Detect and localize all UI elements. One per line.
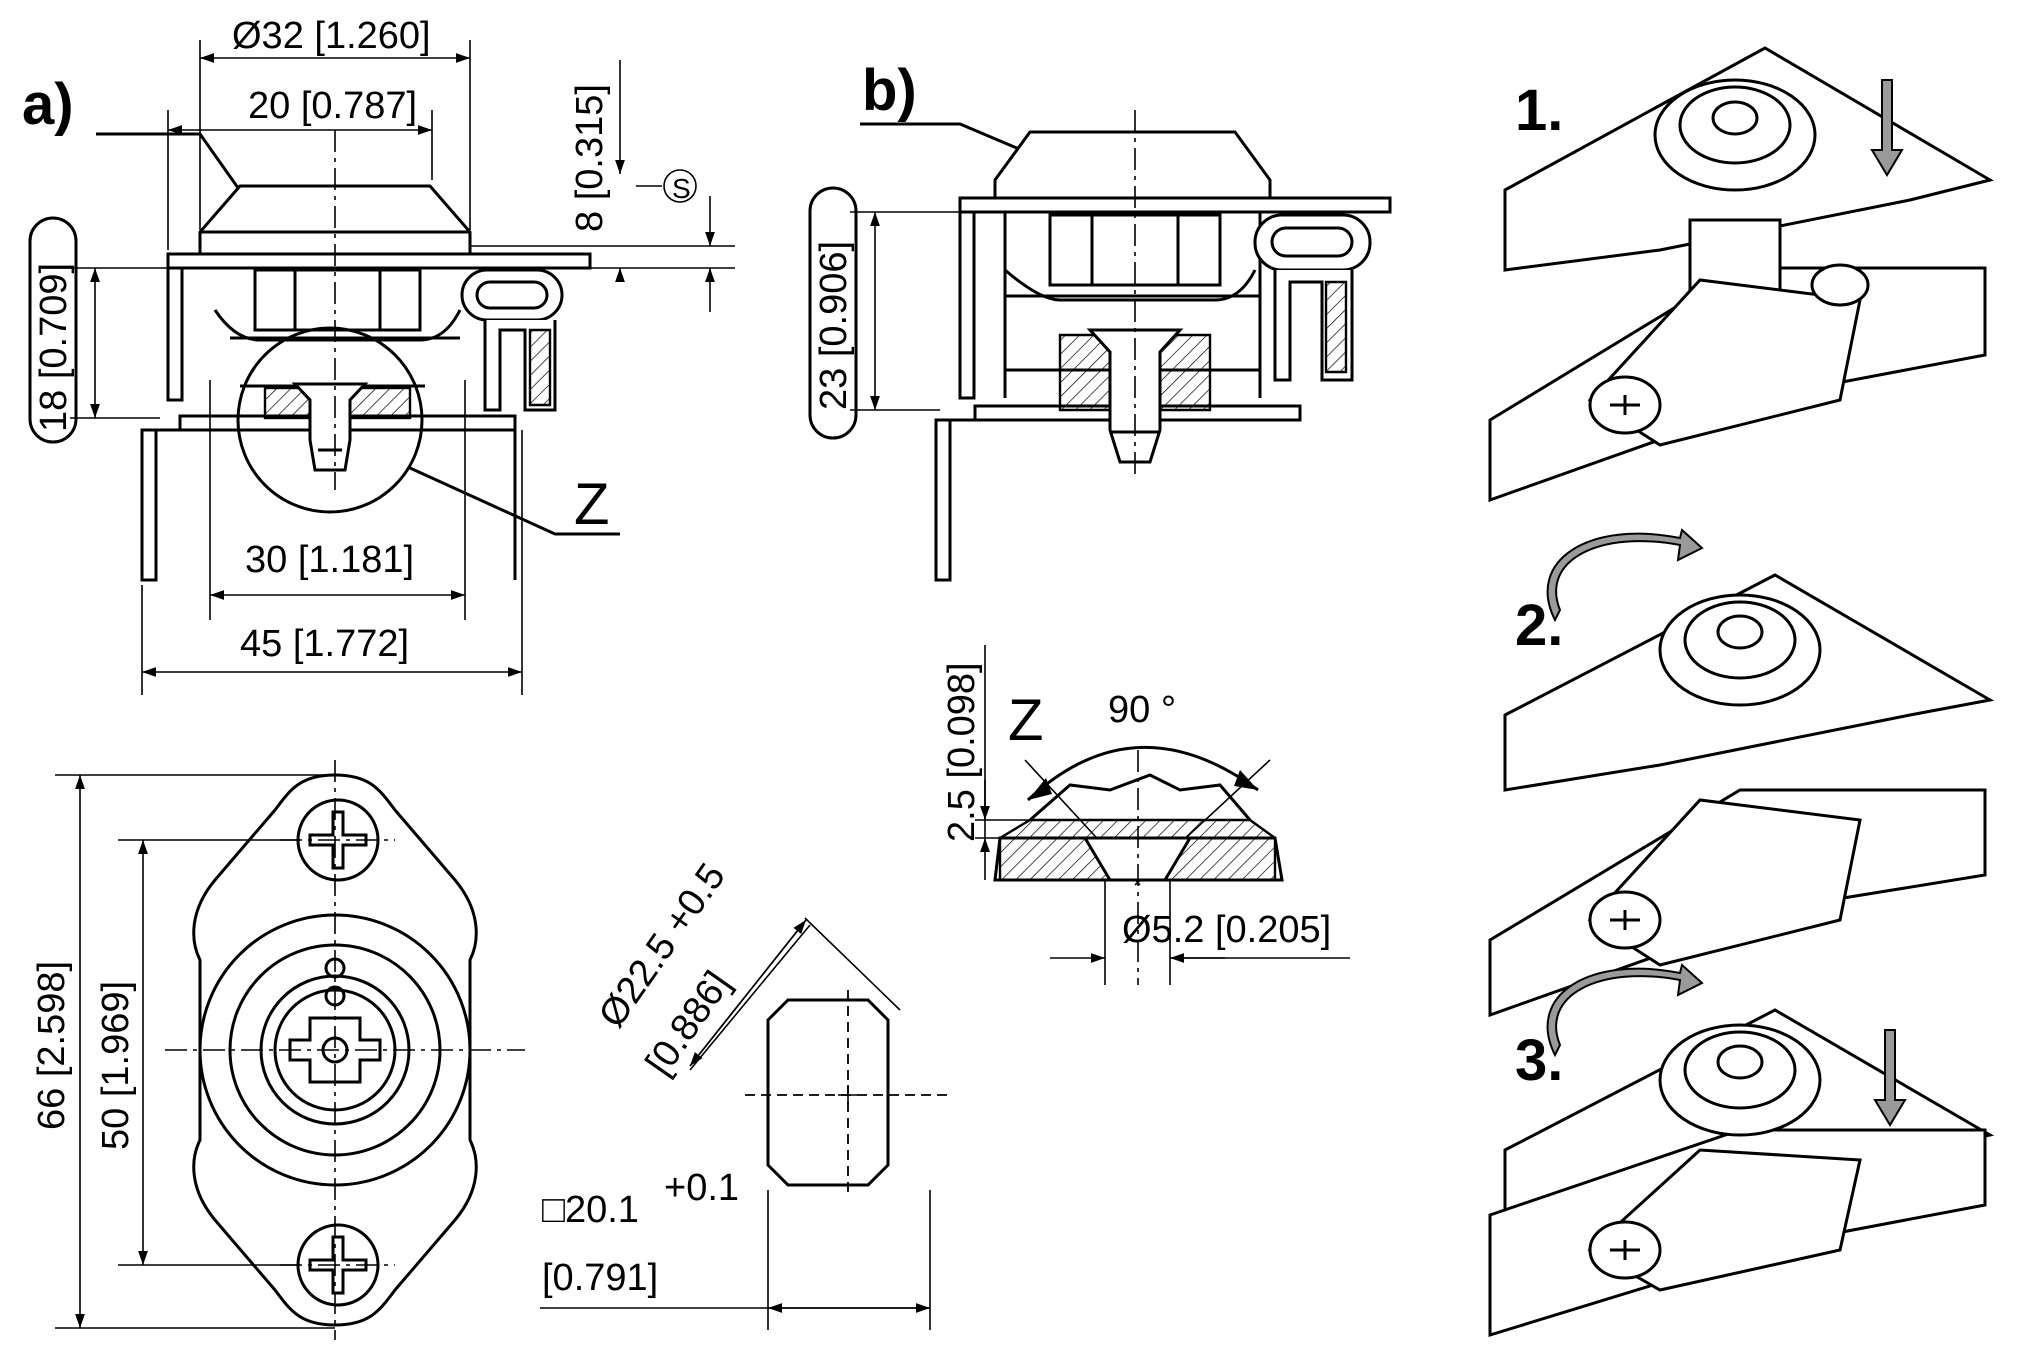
step-3-illustration: 3. — [1488, 963, 1995, 1338]
view-a-label: a) — [22, 72, 74, 137]
dim-w20: 20 [0.787] — [248, 85, 417, 127]
dim-cut-sq-tol: +0.1 — [664, 1167, 739, 1209]
bottom-screw-cross-icon — [308, 1235, 368, 1295]
dim-h18-frame — [28, 216, 78, 444]
dim-cut-sq: □20.1 — [542, 1189, 639, 1231]
dim-angle: 90 ° — [1108, 689, 1176, 731]
dim-z-d: Ø5.2 [0.205] — [1122, 909, 1331, 951]
knob-cap-b — [993, 130, 1272, 200]
detail-z-view-label: Z — [1008, 688, 1043, 753]
angle-arc — [1026, 745, 1259, 802]
cutout-shape — [766, 998, 890, 1187]
key-slot — [288, 1016, 382, 1084]
step-2-knob — [1658, 593, 1822, 707]
dim-z-h: 2.5 [0.098] — [941, 662, 983, 842]
seal-s-label: S — [672, 173, 691, 204]
screw — [291, 382, 369, 472]
detail-z-view: Z 90 ° 2.5 [0.098] Ø5.2 [0.205] — [941, 645, 1350, 985]
dim-cut-sq-in: [0.791] — [542, 1257, 658, 1299]
view-a-side-section: a) Z — [22, 15, 735, 695]
dim-h18: 18 [0.709] — [33, 263, 75, 432]
detail-z-label: Z — [574, 472, 609, 537]
step-1-down-arrow-icon — [1870, 79, 1904, 177]
dim-h50: 50 [1.969] — [95, 981, 137, 1150]
dim-h66: 66 [2.598] — [31, 961, 73, 1130]
dim-d32: Ø32 [1.260] — [232, 15, 431, 57]
dim-w30: 30 [1.181] — [245, 539, 414, 581]
base-plate-outline — [192, 773, 478, 1327]
detail-z-leader — [409, 466, 620, 536]
view-b-side-section: b) 23 [0.906] — [808, 58, 1392, 582]
dim-h23: 23 [0.906] — [813, 241, 855, 410]
dim-h23-frame — [808, 186, 858, 440]
step-1-illustration: 1. — [1488, 46, 1994, 503]
top-view: 66 [2.598] 50 [1.969] — [31, 760, 525, 1340]
top-screw-cross-icon — [308, 810, 368, 870]
panel-sheet — [166, 252, 592, 270]
panel-cutout-view: Ø22.5 +0.5 [0.886] □20.1 +0.1 [0.791] — [540, 856, 950, 1330]
workpiece-break — [1029, 773, 1252, 822]
installation-steps: 1. 2. 3. — [1488, 46, 1995, 1338]
step-1-label: 1. — [1515, 78, 1563, 143]
dim-w45: 45 [1.772] — [240, 623, 409, 665]
dim-h8: 8 [0.315] — [569, 84, 611, 232]
step-2-illustration: 2. — [1488, 528, 1995, 1018]
step-2-rotate-arrow-icon — [1546, 528, 1704, 623]
step-3-knob — [1658, 1023, 1822, 1137]
detail-z-circle — [236, 326, 424, 514]
frame-profile-b — [934, 404, 1302, 582]
frame-profile — [140, 414, 517, 582]
panel-sheet-b — [958, 196, 1392, 214]
seal-s-symbol — [663, 169, 697, 203]
view-b-label: b) — [862, 58, 917, 123]
nut-body — [253, 268, 422, 332]
step-3-rotate-arrow-icon — [1546, 963, 1704, 1058]
step-3-down-arrow-icon — [1873, 1029, 1907, 1127]
